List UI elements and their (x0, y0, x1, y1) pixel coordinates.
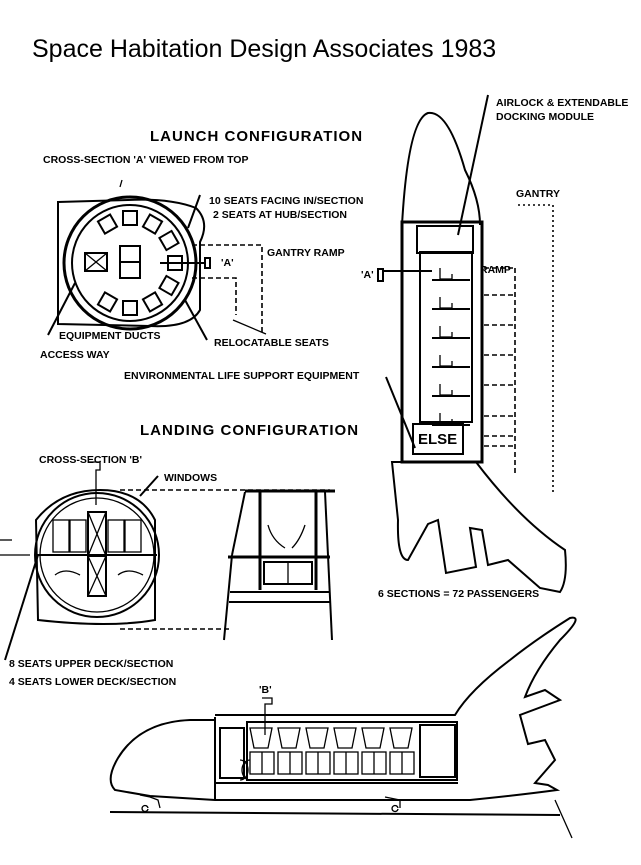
ducts-leader (47, 282, 76, 336)
upper-seat (124, 519, 142, 553)
section-a-orbiter-marker: 'A' (361, 269, 374, 281)
upper-seat (361, 727, 385, 749)
side-section-detail (223, 489, 335, 641)
seat (96, 291, 119, 313)
vertical-orbiter: ELSE (390, 111, 567, 594)
upper-seat (249, 727, 273, 749)
cross-section-a-drawing (57, 195, 211, 331)
sections-note: 6 SECTIONS = 72 PASSENGERS (378, 588, 539, 600)
ramp-label: RAMP (480, 264, 511, 276)
horizontal-orbiter (109, 616, 577, 839)
seat (158, 229, 180, 252)
windows-label: WINDOWS (164, 472, 217, 484)
upper-deck-label: 8 SEATS UPPER DECK/SECTION (9, 658, 173, 670)
seats-hub-label: 2 SEATS AT HUB/SECTION (213, 209, 347, 221)
launch-heading: LAUNCH CONFIGURATION (150, 128, 363, 145)
seat (122, 210, 138, 226)
seat (122, 300, 138, 316)
page-title: Space Habitation Design Associates 1983 (32, 35, 496, 63)
airlock-label-1: AIRLOCK & EXTENDABLE (496, 97, 628, 109)
upper-seat (52, 519, 70, 553)
seated-passenger-icon (439, 384, 453, 396)
cross-section-a-label: CROSS-SECTION 'A' VIEWED FROM TOP (43, 154, 248, 166)
windows-leader (139, 475, 159, 497)
equipment-ducts-label: EQUIPMENT DUCTS (59, 330, 161, 342)
tick-mark (119, 179, 123, 188)
relocatable-seats-label: RELOCATABLE SEATS (214, 337, 329, 349)
deck-seats (52, 519, 144, 576)
seated-passenger-icon (439, 355, 453, 367)
else-label: ENVIRONMENTAL LIFE SUPPORT EQUIPMENT (124, 370, 360, 382)
upper-seat (389, 727, 413, 749)
section-b-marker: 'B' (259, 684, 272, 696)
cross-section-b-label: CROSS-SECTION 'B' (39, 454, 142, 466)
gantry-label: GANTRY (516, 188, 560, 200)
landing-heading: LANDING CONFIGURATION (140, 422, 359, 439)
else-box-label: ELSE (418, 431, 457, 448)
seat-ring (96, 210, 183, 316)
gantry-ramp-label: GANTRY RAMP (267, 247, 345, 259)
airlock-leader (457, 94, 489, 236)
section-a-marker: 'A' (221, 257, 234, 269)
marker-flag (377, 268, 384, 282)
upper-seat (277, 727, 301, 749)
relocatable-leader (232, 319, 267, 335)
seat-levels (432, 268, 470, 426)
lower-seat (54, 570, 81, 576)
seat (96, 213, 119, 235)
bay-sections (249, 727, 415, 775)
seat (141, 291, 164, 313)
seat (158, 274, 180, 297)
relocatable-seats-leader (184, 299, 208, 341)
upper-seat (107, 519, 125, 553)
upper-seat (69, 519, 87, 553)
lower-seat (117, 570, 144, 576)
seated-passenger-icon (439, 268, 453, 280)
seat (141, 213, 164, 235)
gantry-ramp-path (192, 244, 263, 332)
relocatable-path (192, 277, 237, 315)
cross-section-b-drawing (0, 461, 160, 661)
airlock-label-2: DOCKING MODULE (496, 111, 594, 123)
seats-leader (187, 194, 201, 229)
upper-seat (333, 727, 357, 749)
lower-deck-label: 4 SEATS LOWER DECK/SECTION (9, 676, 176, 688)
seated-passenger-icon (439, 326, 453, 338)
seats-facing-label: 10 SEATS FACING IN/SECTION (209, 195, 363, 207)
access-way-label: ACCESS WAY (40, 349, 110, 361)
seated-passenger-icon (439, 297, 453, 309)
upper-seat (305, 727, 329, 749)
